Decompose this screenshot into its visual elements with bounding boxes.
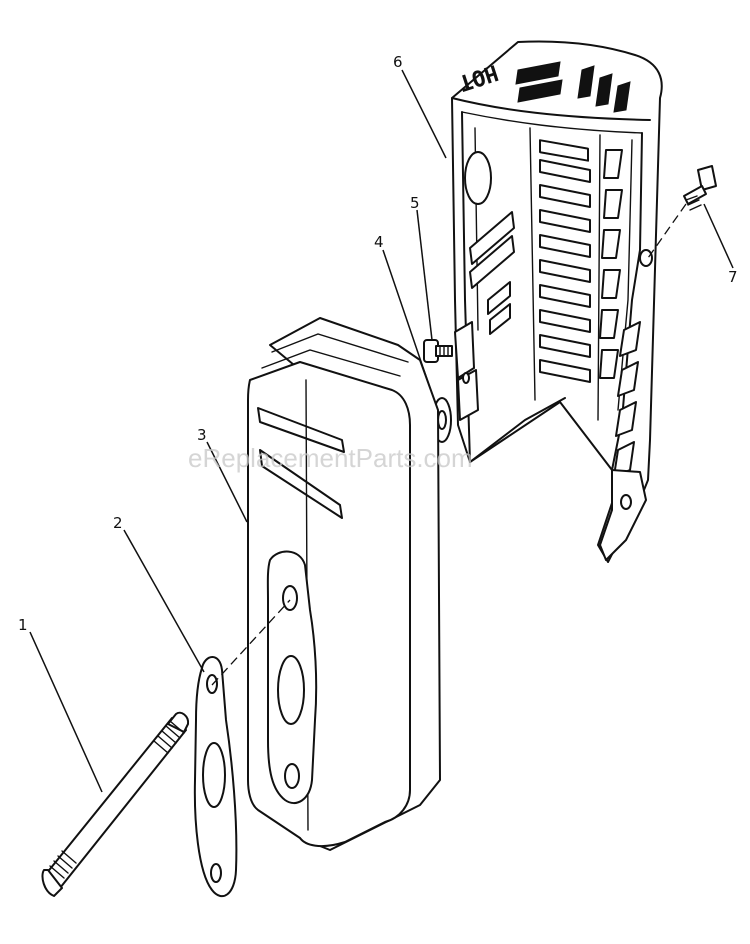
exhaust-pipe	[41, 711, 190, 897]
screw-left	[423, 339, 453, 363]
muffler-guard: HOT	[451, 40, 663, 563]
leader-2	[123, 529, 205, 673]
gasket-axis	[211, 599, 291, 686]
leader-5	[416, 209, 433, 341]
callout-1: 1	[18, 616, 28, 634]
callout-5: 5	[410, 194, 420, 212]
leader-3	[206, 441, 248, 523]
watermark: eReplacementParts.com	[188, 443, 473, 473]
gasket	[193, 656, 238, 897]
screw-right-axis	[647, 203, 687, 259]
leader-6	[401, 69, 447, 159]
callout-4: 4	[374, 233, 384, 251]
callout-3: 3	[197, 426, 207, 444]
leader-4	[382, 249, 431, 389]
leader-7	[703, 203, 734, 269]
muffler	[247, 317, 441, 851]
screw-right	[683, 165, 717, 211]
callout-2: 2	[113, 514, 123, 532]
leader-1	[29, 631, 103, 793]
callout-6: 6	[393, 53, 403, 71]
callout-7: 7	[728, 268, 738, 286]
